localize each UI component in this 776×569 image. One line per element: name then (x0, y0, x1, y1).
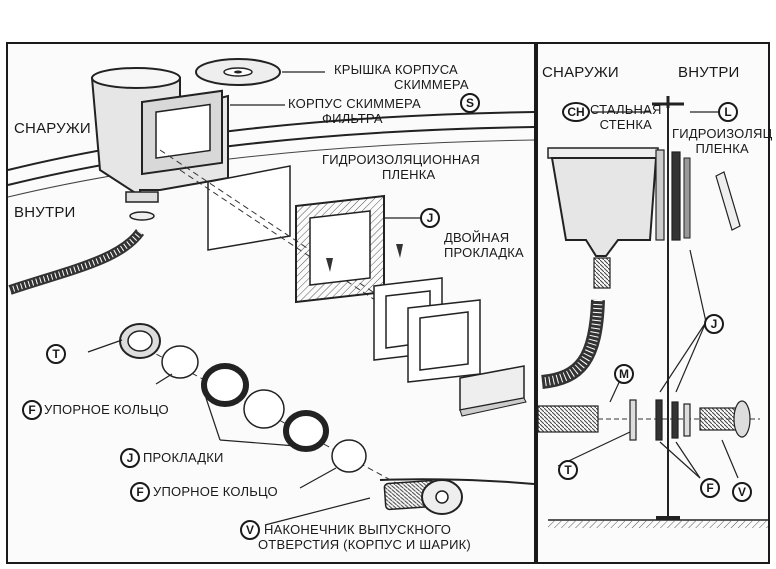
badge-f-right: F (700, 478, 720, 498)
skimmer-lid-label: КРЫШКА КОРПУСА СКИММЕРА (334, 62, 469, 92)
badge-m: M (614, 364, 634, 384)
skimmer-body-label: КОРПУС СКИММЕРА ФИЛЬТРА (288, 96, 421, 126)
outlet-nozzle-label: НАКОНЕЧНИК ВЫПУСКНОГО ОТВЕРСТИЯ (КОРПУС … (258, 522, 471, 552)
pool-wall-bottom (379, 478, 535, 485)
badge-ch: CH (562, 102, 590, 122)
gasket-frames (373, 277, 481, 383)
pool-wall-top-2 (7, 126, 535, 186)
badge-f-left-1: F (22, 400, 42, 420)
badge-l: L (718, 102, 738, 122)
skimmer-weir-flap (459, 365, 527, 417)
left-inside-label: ВНУТРИ (14, 204, 76, 221)
pool-wall-top (7, 111, 535, 171)
liner-sheet (207, 165, 291, 251)
badge-t-right: T (558, 460, 578, 480)
skimmer-body-shape (90, 67, 285, 221)
rings (161, 345, 367, 473)
skimmer-hose (8, 228, 145, 295)
badge-s: S (460, 93, 480, 113)
skimmer-side-shape (547, 147, 691, 289)
double-gasket-label: ДВОЙНАЯ ПРОКЛАДКА (444, 230, 524, 260)
right-ground (548, 519, 768, 528)
badge-j-left: J (120, 448, 140, 468)
skimmer-lid-shape (195, 58, 325, 86)
leader-lines-right (557, 111, 739, 479)
badge-j-top: J (420, 208, 440, 228)
leader-lines-left (87, 339, 371, 526)
gaskets-label: ПРОКЛАДКИ (143, 450, 224, 465)
badge-t-left: T (46, 344, 66, 364)
right-fittings (629, 399, 751, 441)
badge-v-right: V (732, 482, 752, 502)
steel-wall-label: СТАЛЬНАЯ СТЕНКА (590, 102, 662, 132)
liner-label: ГИДРОИЗОЛЯЦИОННАЯ ПЛЕНКА (322, 152, 480, 182)
sealant-tube (715, 171, 741, 231)
badge-v-left: V (240, 520, 260, 540)
right-return-hose (537, 405, 599, 433)
thrust-ring-threaded (119, 323, 161, 359)
badge-j-right: J (704, 314, 724, 334)
thrust-ring-2-label: УПОРНОЕ КОЛЬЦО (153, 484, 278, 499)
badge-f-left-2: F (130, 482, 150, 502)
right-inside-label: ВНУТРИ (678, 64, 740, 81)
right-outside-label: СНАРУЖИ (542, 64, 619, 81)
double-gasket-frame (295, 194, 420, 304)
left-outside-label: СНАРУЖИ (14, 120, 91, 137)
right-liner-label: ГИДРОИЗОЛЯЦ ПЛЕНКА (672, 126, 773, 156)
thrust-ring-1-label: УПОРНОЕ КОЛЬЦО (44, 402, 169, 417)
outlet-nozzle-shape (383, 479, 463, 515)
pool-wall-top-3 (7, 139, 535, 198)
